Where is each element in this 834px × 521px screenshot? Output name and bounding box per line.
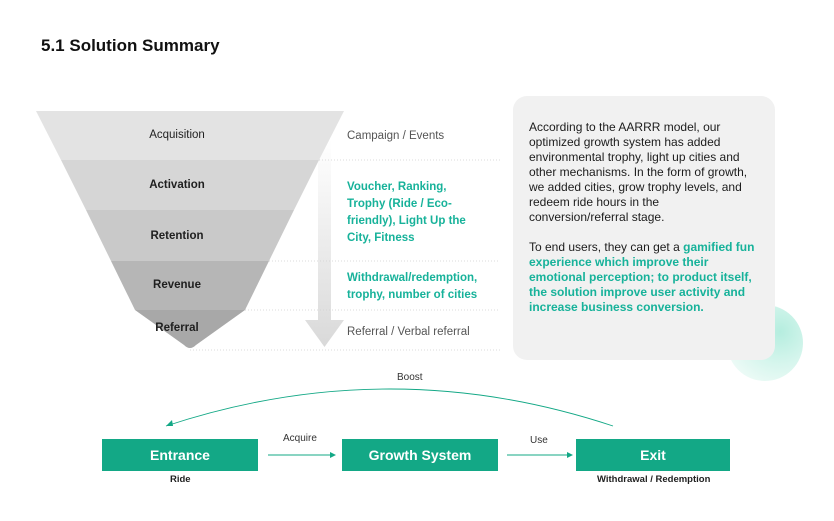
funnel-band-activation (61, 160, 319, 210)
summary-card: According to the AARRR model, our optimi… (513, 96, 775, 360)
funnel-stage-retention: Retention (150, 230, 204, 242)
funnel-band-retention (86, 210, 294, 261)
note-revenue: Withdrawal/redemption, trophy, number of… (347, 272, 478, 301)
funnel-stage-activation: Activation (149, 179, 205, 191)
page-title: 5.1 Solution Summary (41, 36, 220, 55)
funnel-stage-acquisition: Acquisition (149, 129, 205, 141)
use-label: Use (530, 435, 548, 446)
note-acquisition: Campaign / Events (347, 130, 445, 142)
summary-paragraph-2-text: To end users, they can get a (529, 240, 684, 254)
growth-system-box: Growth System (342, 439, 498, 471)
funnel-band-referral (135, 310, 245, 348)
entrance-box: Entrance (102, 439, 258, 471)
note-referral: Referral / Verbal referral (347, 326, 470, 338)
acquire-label: Acquire (283, 433, 317, 444)
exit-box: Exit (576, 439, 730, 471)
summary-highlight: gamified fun experience which improve th… (529, 240, 755, 314)
boost-label: Boost (397, 372, 423, 383)
note-activation: Voucher, Ranking, Trophy (Ride / Eco-fri… (347, 181, 466, 244)
entrance-sub-label: Ride (170, 474, 191, 485)
exit-sub-label: Withdrawal / Redemption (597, 474, 711, 485)
funnel-stage-revenue: Revenue (153, 279, 201, 291)
funnel-band-acquisition (36, 111, 344, 160)
summary-paragraph-1: According to the AARRR model, our optimi… (529, 120, 748, 224)
funnel-stage-referral: Referral (155, 322, 199, 334)
summary-paragraph-2: To end users, they can get a gamified fu… (529, 240, 759, 315)
flow-down-arrow (305, 140, 344, 347)
funnel-band-revenue (111, 261, 269, 310)
